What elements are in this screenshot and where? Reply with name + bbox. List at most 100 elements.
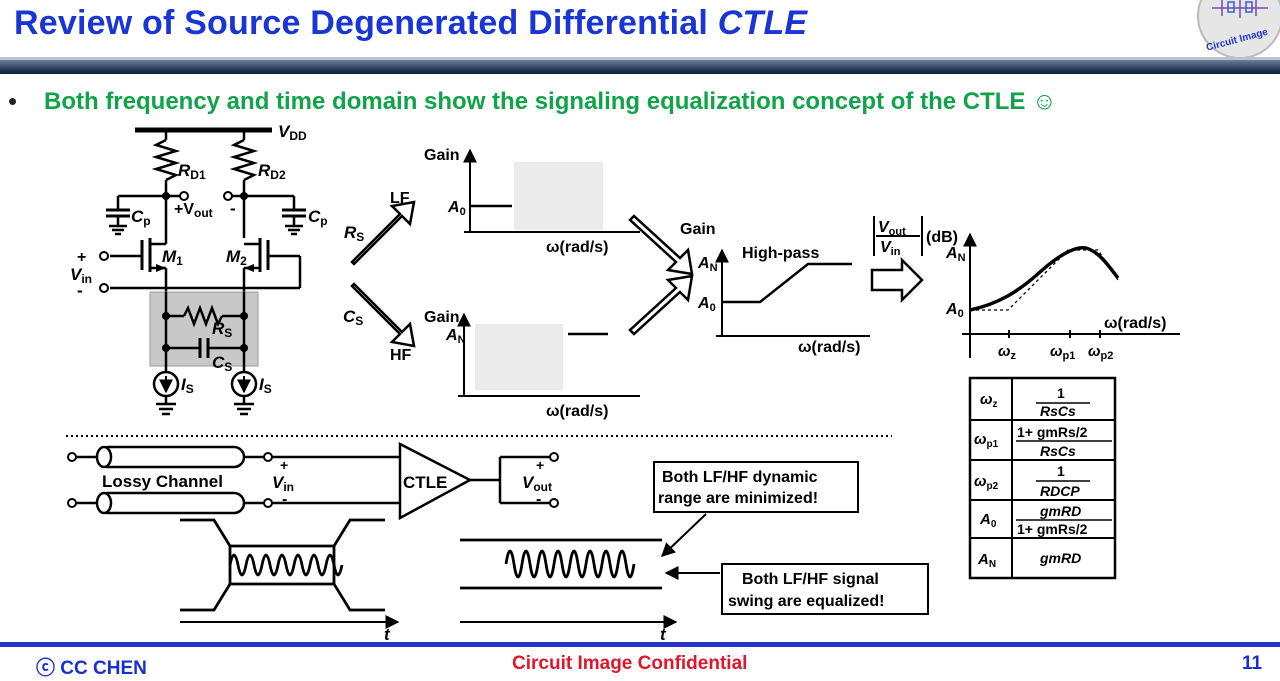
node-dot [162,192,170,200]
vin-minus-label: - [77,281,83,300]
wp1-tick-label: ωp1 [1050,343,1075,362]
vin-terminal [263,498,273,508]
lf-gain-label: Gain [424,147,460,164]
merge-arrow-bottom [628,274,694,336]
vout-terminal [549,452,559,462]
note-dynamic-range-box [653,461,859,513]
cp-left-label: Cp [131,207,151,228]
vout-minus-label: - [230,199,236,218]
vout-minus-terminal [223,191,233,201]
footer-confidential: Circuit Image Confidential [512,653,748,674]
m1-source-arrow [156,264,166,272]
note-dynamic-range-line1: Both LF/HF dynamic [662,469,818,486]
vout-plus-terminal [179,191,189,201]
bullet-dot: • [8,86,18,116]
ctle-diagram: VDD RD1 RD2 Cp Cp +Vout - M1 M2 + Vin - … [66,122,1180,640]
circuit-image-logo: Circuit Image [1197,0,1280,59]
lf-a0-label: A0 [447,199,466,218]
arrow-cs-label: CS [343,307,363,328]
note-dynamic-range-arrow [660,513,707,557]
lf-omega-label: ω(rad/s) [546,239,608,256]
wz-tick-label: ωz [998,343,1017,362]
cs-label: CS [212,353,232,374]
table-row-symbol: ωp2 [974,473,999,492]
cs-hollow-arrow [350,282,416,348]
table-row-symbol: AN [977,551,996,570]
table-row-numerator: gmRD [1039,503,1081,519]
note-swing-line1: Both LF/HF signal [742,571,879,588]
split-arrows [350,200,416,348]
table-row-symbol: ωp1 [974,431,999,450]
slide-title: Review of Source Degenerated Differentia… [14,4,807,43]
mag-a0-label: A0 [945,301,964,320]
table-row-value: gmRD [1039,550,1081,566]
node-dot [162,344,170,352]
td-vout-plus: + [536,457,544,473]
title-italic: CTLE [717,4,808,42]
node-dot [240,344,248,352]
lf-label: LF [390,190,410,207]
table-row-denominator: RsCs [1040,403,1076,419]
td-vin-plus: + [280,457,288,473]
table-row-numerator: 1 [1057,385,1065,401]
merge-arrow-top [628,214,694,276]
vin-minus-terminal [99,283,109,293]
m2-source-arrow [244,264,254,272]
parameter-table [968,376,1117,580]
m2-label: M2 [226,247,247,268]
hf-an-label: AN [445,327,466,346]
header-divider [0,60,1280,74]
node-dot [162,312,170,320]
table-row-symbol: A0 [979,511,997,530]
hp-gain-label: Gain [680,221,716,238]
td-vin-minus: - [282,491,287,508]
hp-an-label: AN [697,255,718,274]
table-row-denominator: RDCP [1040,483,1080,499]
bullet-text: Both frequency and time domain show the … [44,88,1057,115]
magnitude-plot [962,232,1180,358]
vdd-label: VDD [278,122,307,143]
time-label-input: t [384,625,391,640]
is-right-label: IS [259,375,272,396]
td-vin-label: Vin [272,473,294,494]
wp2-tick-label: ωp2 [1088,343,1113,362]
vin-plus-label: + [77,249,86,266]
title-prefix: Review of Source Degenerated Differentia… [14,4,718,42]
ctle-label: CTLE [403,473,447,492]
note-swing-box [721,563,929,615]
rd1-label: RD1 [178,161,206,182]
ctle-amplifier-symbol [398,441,473,521]
mag-db-label: (dB) [926,229,958,246]
mag-omega-label: ω(rad/s) [1104,315,1166,332]
table-row-symbol: ωz [980,391,998,410]
node-dot [240,312,248,320]
footer-copyright: ⓒ CC CHEN [36,658,147,679]
arrow-rs-label: RS [344,223,364,244]
hp-omega-label: ω(rad/s) [798,339,860,356]
channel-terminal [67,452,77,462]
degeneration-box [149,291,259,367]
time-label-output: t [660,625,667,640]
page-number: 11 [1242,653,1263,674]
hf-gain-label: Gain [424,309,460,326]
table-row-numerator: 1 [1057,463,1065,479]
merge-arrows [628,214,694,336]
highpass-plot [715,248,870,337]
note-dynamic-range-line2: range are minimized! [658,490,818,507]
is-left-label: IS [181,375,194,396]
header-divider-light [0,57,1280,60]
lf-plot [463,148,640,233]
vin-plus-terminal [99,251,109,261]
mag-an-label: AN [945,245,966,264]
channel-terminal [67,498,77,508]
highpass-label: High-pass [742,245,819,262]
vout-terminal [549,498,559,508]
node-dot [240,192,248,200]
table-row-numerator: 1+ gmRs/2 [1017,424,1088,440]
hf-label: HF [390,347,412,364]
hp-a0-label: A0 [697,295,716,314]
td-vout-minus: - [536,491,541,508]
result-hollow-arrow [870,256,924,304]
table-row-denominator: 1+ gmRs/2 [1017,521,1088,537]
cp-right-label: Cp [308,207,328,228]
